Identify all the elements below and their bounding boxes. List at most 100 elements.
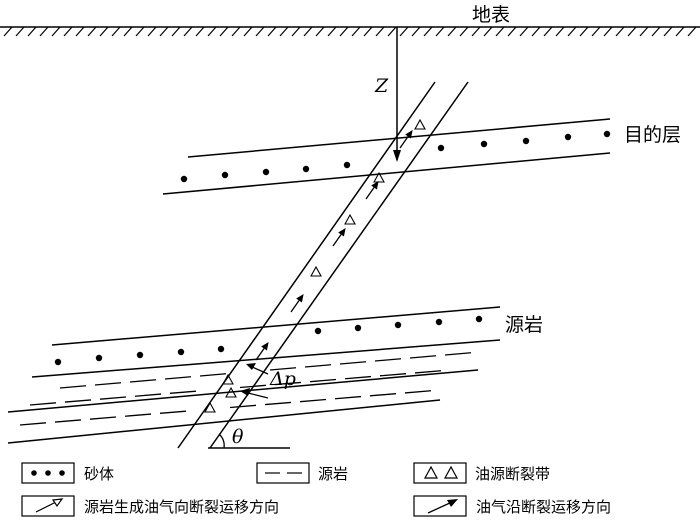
hatch-mark — [3, 26, 13, 37]
hatch-mark — [387, 26, 397, 37]
sand-dot — [394, 321, 402, 329]
surface-label: 地表 — [472, 4, 510, 26]
legend-label-source-to-fault: 源岩生成油气向断裂运移方向 — [84, 498, 279, 516]
hatch-mark — [159, 26, 169, 37]
legend-item-sand: 砂体 — [21, 462, 114, 484]
rock-dash — [274, 381, 302, 386]
hatch-mark — [303, 26, 313, 37]
sand-dot — [302, 165, 310, 173]
rock-dash — [369, 393, 397, 397]
rock-dash — [54, 419, 82, 423]
hatch-mark — [555, 26, 565, 37]
hatch-mark — [363, 26, 373, 37]
hatch-mark — [639, 26, 649, 37]
hatch-mark — [123, 26, 133, 37]
hatch-mark — [447, 26, 457, 37]
hatch-mark — [411, 26, 421, 37]
angle-label: θ — [232, 426, 244, 448]
hatch-mark — [195, 26, 205, 37]
hatch-mark — [267, 26, 277, 37]
migration-arrow — [365, 187, 375, 200]
legend-item-fault-zone: 油源断裂带 — [413, 462, 550, 484]
hatch-mark — [351, 26, 361, 37]
hatch-mark — [531, 26, 541, 37]
surface-hatching — [3, 26, 697, 37]
fault-zone-triangles — [204, 118, 426, 413]
hatch-mark — [543, 26, 553, 37]
sand-dot — [343, 161, 351, 169]
rock-dash — [199, 373, 227, 377]
hatch-mark — [687, 26, 697, 37]
hatch-mark — [243, 26, 253, 37]
hatch-mark — [435, 26, 445, 37]
fault-triangle — [222, 373, 234, 385]
migration-arrow — [290, 300, 300, 313]
rock-dash — [129, 379, 157, 383]
rock-dash — [124, 413, 152, 417]
hatch-mark — [183, 26, 193, 37]
hatch-mark — [423, 26, 433, 37]
rock-dash — [19, 422, 47, 426]
legend-label-sand: 砂体 — [84, 465, 114, 483]
rock-dash — [309, 378, 337, 383]
rock-dash — [404, 390, 432, 394]
hatch-mark — [375, 26, 385, 37]
migration-arrowhead — [296, 294, 304, 303]
hatch-mark — [591, 26, 601, 37]
ground-surface — [0, 26, 700, 37]
rock-dash — [414, 370, 442, 374]
sand-dot — [314, 327, 322, 335]
migration-arrowhead — [338, 228, 346, 237]
hatch-mark — [627, 26, 637, 37]
sand-dot — [136, 351, 144, 359]
hatch-mark — [219, 26, 229, 37]
source-rock-layer — [7, 306, 501, 444]
rock-dash — [444, 352, 472, 356]
fault-triangle — [344, 213, 356, 225]
fault-migration-arrows — [255, 130, 413, 361]
sand-dot — [475, 315, 483, 323]
hatch-mark — [603, 26, 613, 37]
migration-arrowhead — [261, 342, 269, 351]
pressure-arrows — [240, 363, 269, 399]
hatch-mark — [171, 26, 181, 37]
hatch-mark — [27, 26, 37, 37]
sand-dot — [262, 168, 270, 176]
hatch-mark — [495, 26, 505, 37]
hatch-mark — [519, 26, 529, 37]
legend-label-fault-zone: 油源断裂带 — [475, 465, 550, 483]
rock-dash — [264, 401, 292, 406]
rock-dash — [134, 393, 162, 397]
sand-dot — [177, 348, 185, 356]
sand-dot — [54, 358, 62, 366]
hatch-mark — [615, 26, 625, 37]
hatch-mark — [231, 26, 241, 37]
source-rock-label: 源岩 — [505, 314, 543, 336]
legend-item-source-to-fault: 源岩生成油气向断裂运移方向 — [21, 495, 279, 517]
hatch-mark — [399, 26, 409, 37]
hatch-mark — [663, 26, 673, 37]
source-rock-dashes — [19, 352, 472, 426]
hatch-mark — [75, 26, 85, 37]
sand-dot — [437, 144, 445, 152]
fault-zone — [177, 81, 469, 449]
source-sand-dots — [54, 315, 483, 366]
hatch-mark — [675, 26, 685, 37]
migration-arrow — [255, 348, 265, 361]
hatch-mark — [51, 26, 61, 37]
legend-label-along-fault: 油气沿断裂运移方向 — [476, 498, 611, 516]
depth-label: Z — [374, 75, 389, 97]
depth-line-head — [393, 150, 401, 162]
rock-dash — [159, 410, 187, 414]
hatch-mark — [315, 26, 325, 37]
sand-dot — [435, 318, 443, 326]
hatch-mark — [327, 26, 337, 37]
rock-dash — [379, 373, 407, 377]
hatch-mark — [279, 26, 289, 37]
rock-dash — [299, 398, 327, 403]
sand-dot — [522, 137, 530, 145]
sand-dot — [354, 324, 362, 332]
hatch-mark — [471, 26, 481, 37]
migration-arrow — [399, 136, 409, 149]
